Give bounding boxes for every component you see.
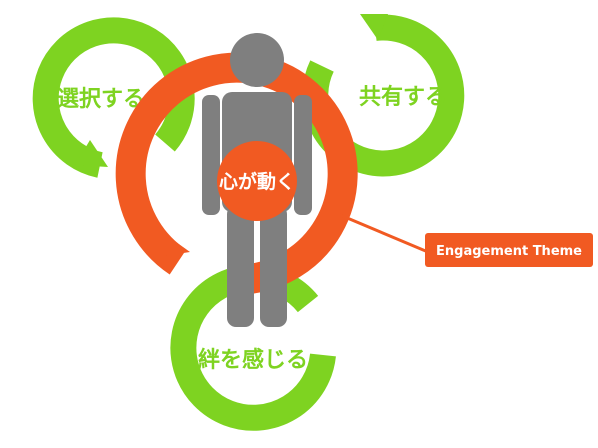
theme-badge-box <box>425 233 593 267</box>
person-head <box>230 33 284 87</box>
label-bond: 絆を感じる <box>198 347 308 373</box>
heart-node: 心が動く <box>217 141 297 221</box>
ring-engagement-tail <box>150 232 190 258</box>
label-share: 共有する <box>359 84 447 110</box>
theme-arrow-head <box>322 207 340 221</box>
person-left-arm <box>202 95 220 215</box>
theme-arrow <box>322 207 429 254</box>
person-right-leg <box>260 205 287 327</box>
person-right-arm <box>294 95 312 215</box>
label-select: 選択する <box>57 87 145 112</box>
heart-circle <box>217 141 297 221</box>
ring-share-tail <box>360 14 388 40</box>
label-theme: Engagement Theme <box>436 244 582 259</box>
ring-select-tail <box>75 140 108 167</box>
theme-badge: Engagement Theme <box>425 233 593 267</box>
person-left-leg <box>227 205 254 327</box>
theme-arrow-line <box>332 210 429 254</box>
label-heart: 心が動く <box>219 170 295 193</box>
